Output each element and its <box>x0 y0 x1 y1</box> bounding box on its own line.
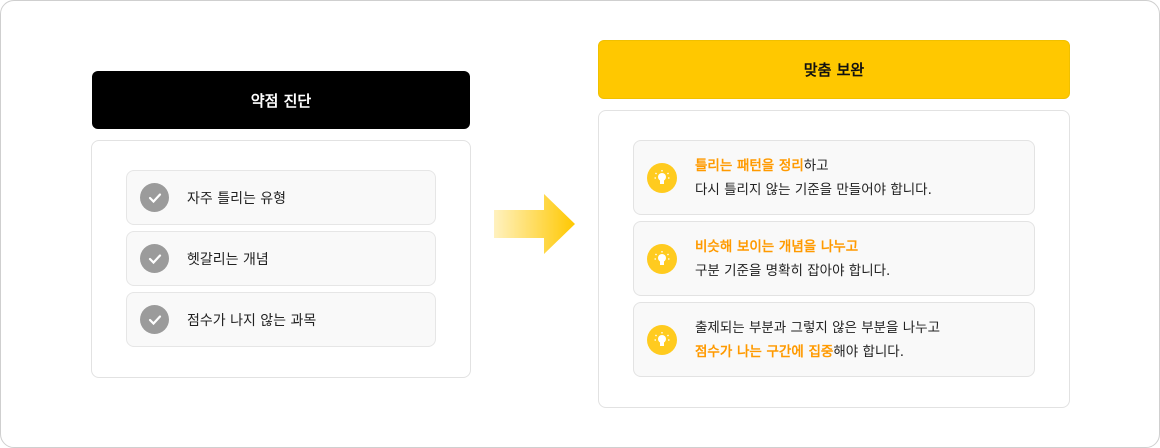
text: 출제되는 부분과 그렇지 않은 부분을 나누고 <box>695 319 941 336</box>
highlight-text: 비슷해 보이는 개념을 나누고 <box>695 238 859 255</box>
lightbulb-icon <box>647 243 677 274</box>
weakness-title: 약점 진단 <box>250 91 312 110</box>
list-item: 자주 틀리는 유형 <box>126 170 436 225</box>
text: 다시 틀리지 않는 기준을 만들어야 합니다. <box>695 181 932 198</box>
text: 하고 <box>803 157 829 174</box>
custom-remedy-header: 맞춤 보완 <box>598 40 1070 99</box>
weakness-diagnosis-header: 약점 진단 <box>92 71 470 129</box>
lightbulb-icon <box>647 162 677 193</box>
arrow-right-icon <box>494 194 575 254</box>
highlight-text: 점수가 나는 구간에 집중 <box>695 343 834 360</box>
item-label: 헷갈리는 개념 <box>187 251 269 268</box>
text: 구분 기준을 명확히 잡아야 합니다. <box>695 262 891 279</box>
highlight-text: 틀리는 패턴을 정리 <box>695 157 804 174</box>
text: 해야 합니다. <box>833 343 904 360</box>
list-item: 점수가 나지 않는 과목 <box>126 292 436 347</box>
lightbulb-icon <box>647 324 677 355</box>
check-icon <box>140 183 169 212</box>
remedy-title: 맞춤 보완 <box>803 61 865 79</box>
check-icon <box>140 305 169 334</box>
check-icon <box>140 244 169 273</box>
list-item: 헷갈리는 개념 <box>126 231 436 286</box>
item-label: 자주 틀리는 유형 <box>187 190 287 207</box>
item-label: 점수가 나지 않는 과목 <box>187 312 317 329</box>
